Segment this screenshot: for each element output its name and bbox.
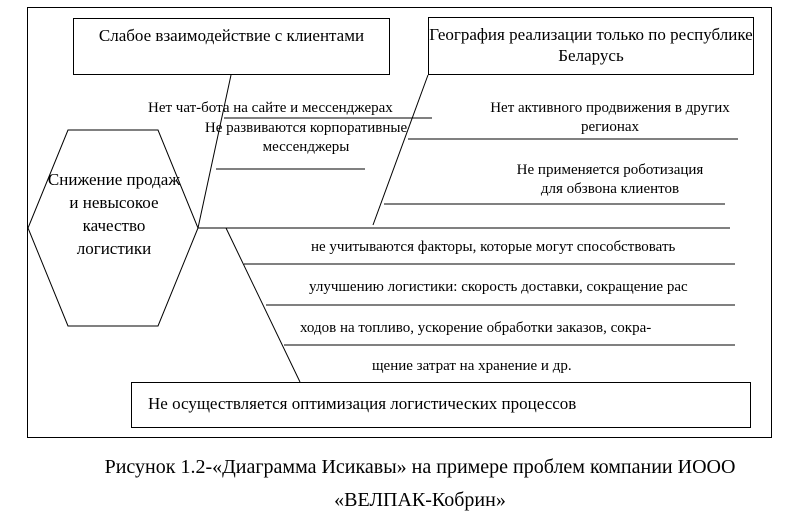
figure-caption-line1: Рисунок 1.2-«Диаграмма Исикавы» на приме… <box>104 456 736 478</box>
cause-messengers-line1: Не развиваются корпоративные <box>204 120 408 136</box>
diagram-frame <box>27 7 772 438</box>
cause-logistics-factors-line4: щение затрат на хранение и др. <box>372 358 572 374</box>
cause-promotion-line2: регионах <box>580 119 640 135</box>
cause-logistics-factors-line2: улучшению логистики: скорость доставки, … <box>309 279 688 295</box>
category-box-clients: Слабое взаимодействие с клиентами <box>73 18 390 75</box>
category-box-logistics: Не осуществляется оптимизация логистичес… <box>131 382 751 428</box>
category-label-clients: Слабое взаимодействие с клиентами <box>98 26 365 45</box>
category-label-logistics: Не осуществляется оптимизация логистичес… <box>148 394 577 413</box>
cause-robotization-line1: Не применяется роботизация <box>516 162 704 178</box>
cause-messengers-line2: мессенджеры <box>262 139 350 155</box>
cause-promotion-line1: Нет активного продвижения в других <box>490 100 730 116</box>
problem-hexagon <box>27 129 199 327</box>
problem-label: Снижение продаж и невысокое качество лог… <box>47 170 181 258</box>
category-label-geography: География реализации только по республик… <box>429 25 753 65</box>
cause-logistics-factors-line3: ходов на топливо, ускорение обработки за… <box>300 320 652 336</box>
bone-line-2 <box>372 74 429 226</box>
bone-line-3 <box>225 227 301 383</box>
cause-logistics-factors-line1: не учитываются факторы, которые могут сп… <box>311 239 676 255</box>
cause-chatbot: Нет чат-бота на сайте и мессенджерах <box>148 100 393 116</box>
figure-caption-line2: «ВЕЛПАК-Кобрин» <box>334 489 506 511</box>
category-box-geography: География реализации только по республик… <box>428 17 754 75</box>
bone-line-1 <box>197 74 232 229</box>
cause-robotization-line2: для обзвона клиентов <box>540 181 680 197</box>
